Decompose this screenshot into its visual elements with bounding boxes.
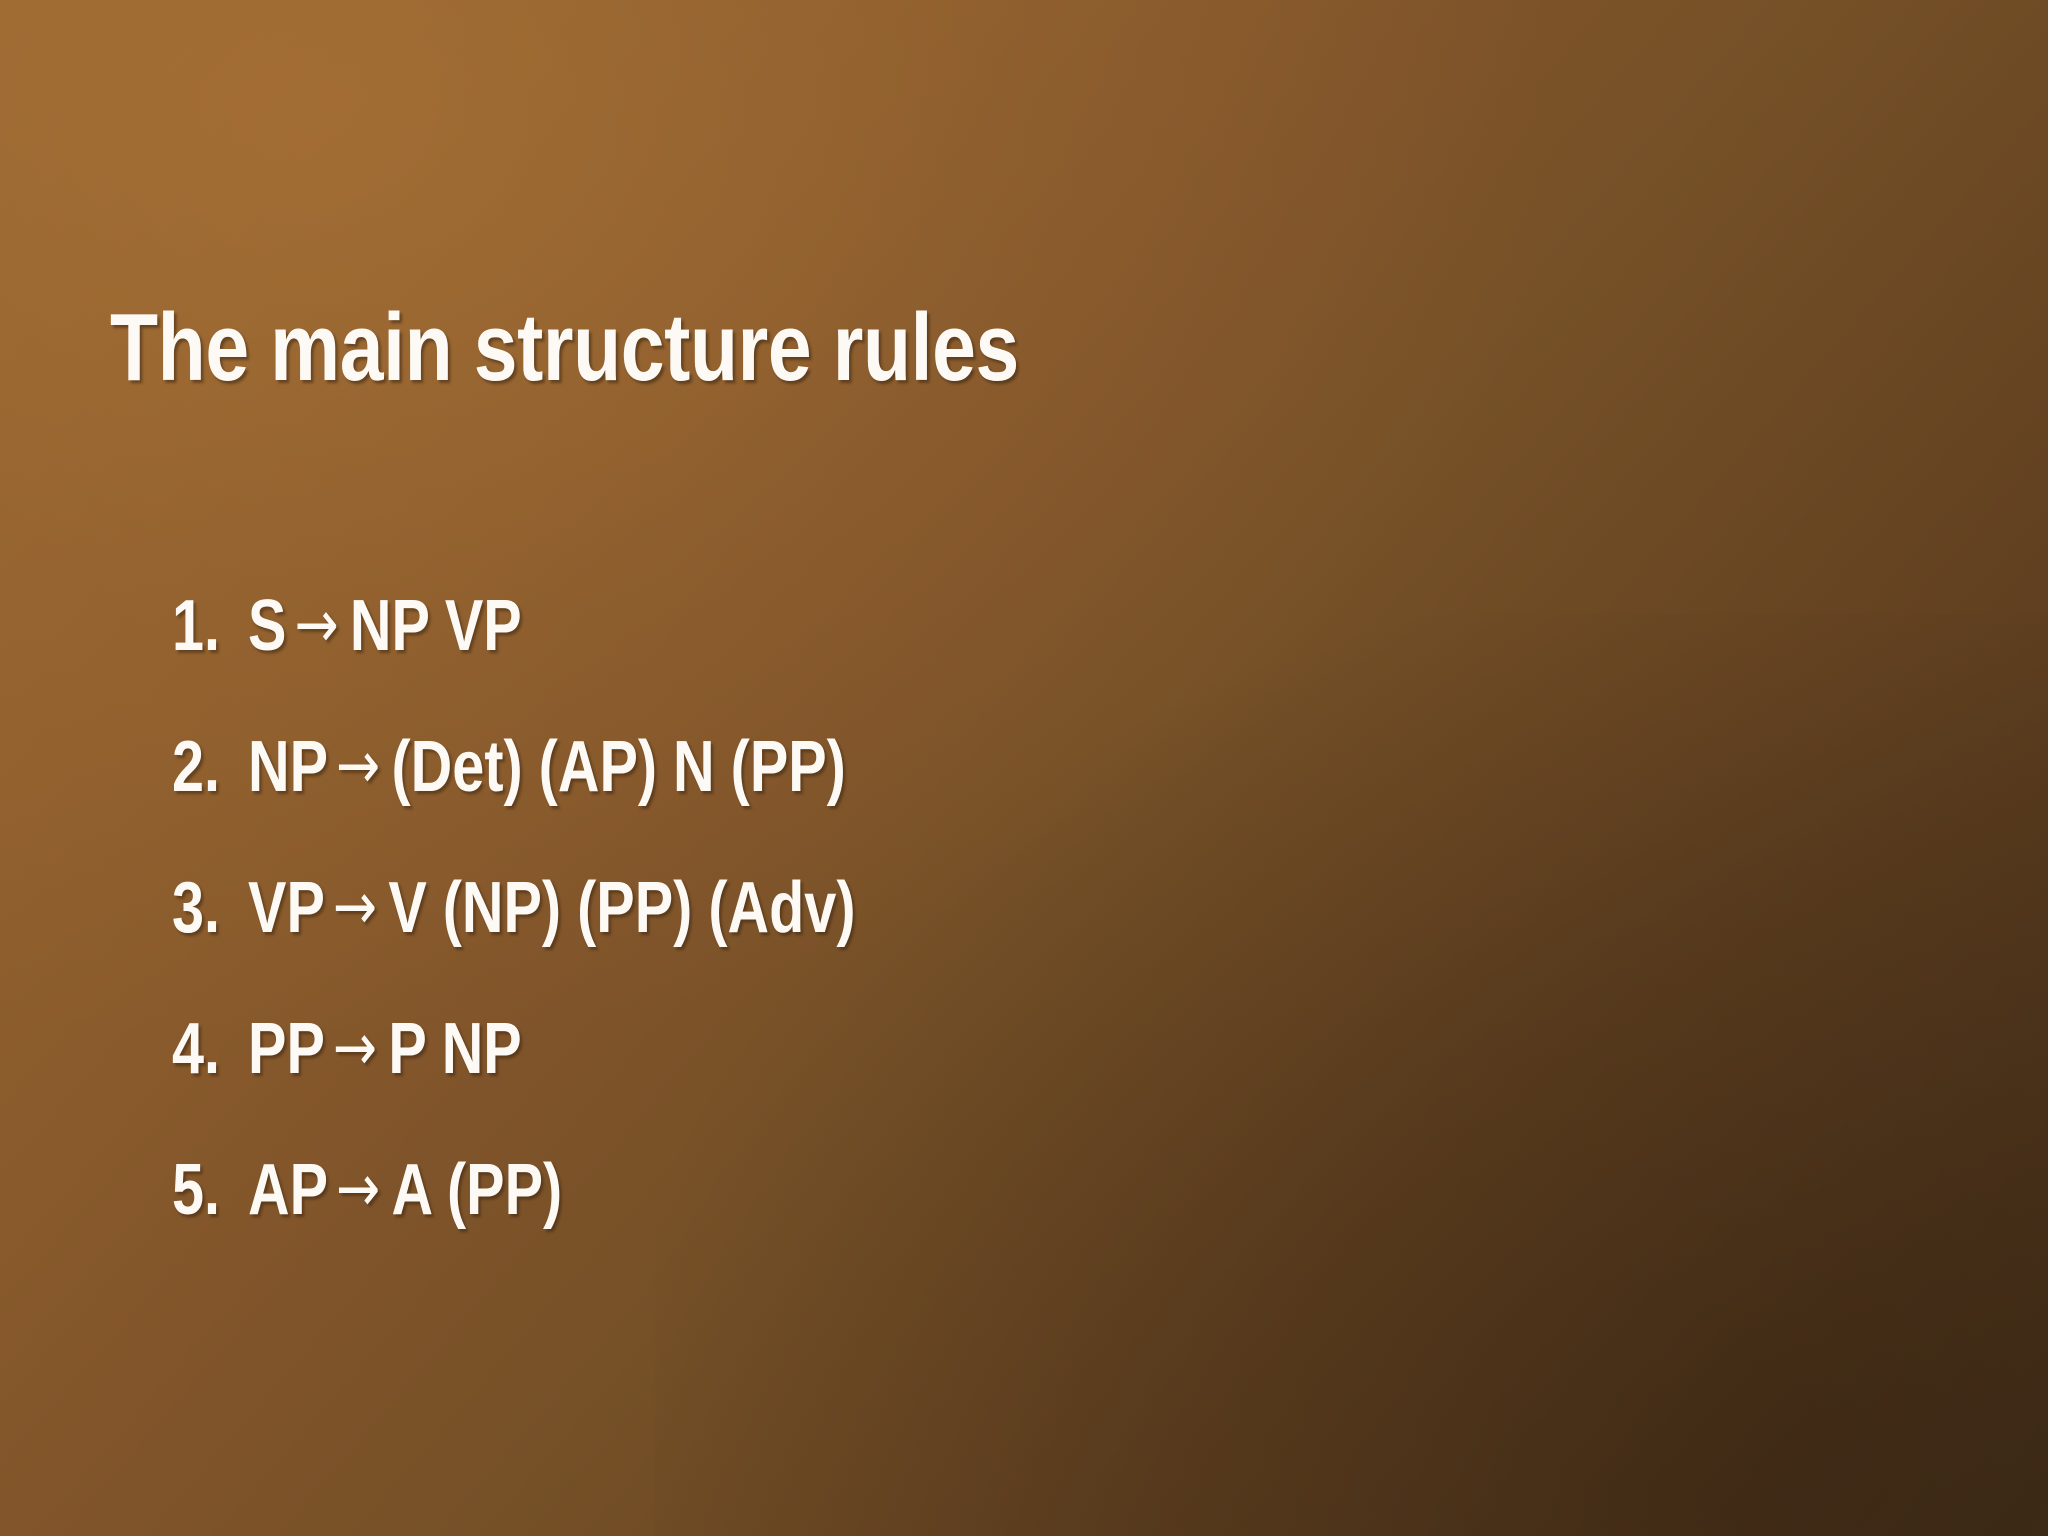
list-item: 3. VP → V (NP) (PP) (Adv): [172, 872, 856, 1013]
rule-lhs: S: [248, 586, 287, 666]
rightwards-arrow-icon: →: [336, 727, 381, 804]
list-item: 5. AP → A (PP): [172, 1154, 856, 1295]
rightwards-arrow-icon: →: [332, 1009, 378, 1086]
list-item: 4. PP → P NP: [172, 1013, 856, 1154]
rule-number: 3.: [172, 868, 221, 948]
rule-lhs: NP: [248, 727, 329, 807]
rule-rhs: (Det) (AP) N (PP): [391, 727, 846, 807]
rightwards-arrow-icon: →: [336, 1150, 381, 1227]
list-item: 2. NP → (Det) (AP) N (PP): [172, 731, 856, 872]
rule-spacer: [220, 1015, 248, 1081]
rule-number: 4.: [172, 1009, 221, 1089]
rightwards-arrow-icon: →: [332, 868, 378, 945]
rule-lhs: VP: [248, 868, 325, 948]
rule-rhs: V (NP) (PP) (Adv): [388, 868, 856, 948]
list-item: 1. S → NP VP: [172, 590, 856, 731]
structure-rules-list: 1. S → NP VP 2. NP → (Det) (AP) N (PP) 3…: [172, 590, 1026, 1295]
page-title: The main structure rules: [110, 294, 1019, 401]
rule-number: 5.: [172, 1150, 221, 1230]
rule-rhs: A (PP): [391, 1150, 563, 1230]
rule-spacer: [220, 733, 248, 799]
rule-number: 2.: [172, 727, 221, 807]
rule-rhs: NP VP: [349, 586, 522, 666]
rule-spacer: [220, 874, 248, 940]
rule-lhs: PP: [248, 1009, 325, 1089]
rule-number: 1.: [172, 586, 221, 666]
rightwards-arrow-icon: →: [294, 586, 339, 663]
rule-rhs: P NP: [388, 1009, 522, 1089]
rule-spacer: [220, 592, 248, 658]
rule-spacer: [220, 1156, 248, 1222]
rule-lhs: AP: [248, 1150, 329, 1230]
